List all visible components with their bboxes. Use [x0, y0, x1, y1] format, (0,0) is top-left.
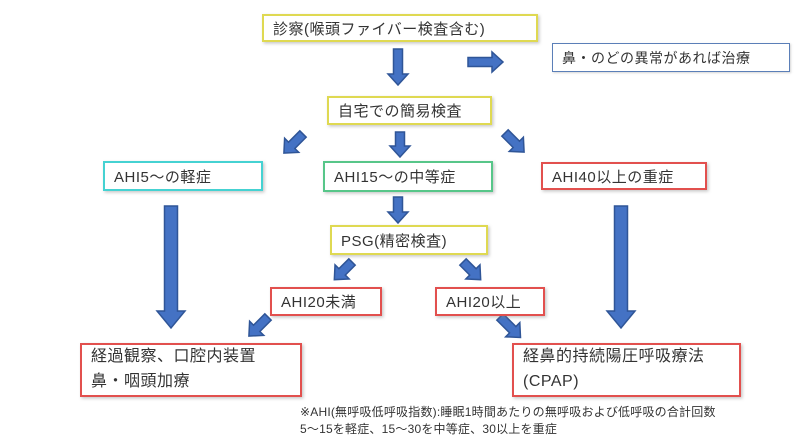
- node-observation: 経過観察、口腔内装置 鼻・咽頭加療: [80, 343, 302, 397]
- arrow-long-down-icon: [605, 205, 637, 330]
- arrow-down-left-icon: [248, 312, 273, 337]
- node-ahi20-over: AHI20以上: [435, 287, 545, 316]
- node-mild: AHI5〜の軽症: [103, 161, 263, 191]
- node-observation-label-line1: 経過観察、口腔内装置: [91, 348, 257, 366]
- node-consultation: 診察(喉頭ファイバー検査含む): [262, 14, 538, 42]
- node-mild-label: AHI5〜の軽症: [114, 168, 212, 186]
- arrow-down-right-icon: [500, 128, 525, 153]
- node-observation-label-line2: 鼻・咽頭加療: [91, 373, 191, 390]
- arrow-down-icon: [388, 131, 412, 159]
- arrow-down-icon: [386, 196, 410, 225]
- node-home-test: 自宅での簡易検査: [327, 96, 492, 125]
- arrow-long-down-icon: [155, 205, 187, 330]
- footnote-line1: ※AHI(無呼吸低呼吸指数):睡眠1時間あたりの無呼吸および低呼吸の合計回数: [300, 405, 716, 419]
- footnote: ※AHI(無呼吸低呼吸指数):睡眠1時間あたりの無呼吸および低呼吸の合計回数 5…: [300, 404, 795, 439]
- node-cpap: 経鼻的持続陽圧呼吸療法 (CPAP): [512, 343, 741, 397]
- node-ahi20-over-label: AHI20以上: [446, 294, 522, 311]
- node-ahi20-under: AHI20未満: [270, 287, 382, 316]
- arrow-down-left-icon: [333, 257, 357, 281]
- node-severe-label: AHI40以上の重症: [552, 168, 674, 186]
- node-ahi20-under-label: AHI20未満: [281, 294, 357, 311]
- arrow-right-icon: [467, 50, 505, 74]
- node-cpap-label-line1: 経鼻的持続陽圧呼吸療法: [523, 348, 705, 366]
- node-consultation-label: 診察(喉頭ファイバー検査含む): [273, 20, 486, 38]
- node-cpap-label-line2: (CPAP): [523, 373, 580, 390]
- arrow-down-right-icon: [458, 257, 482, 281]
- node-nose-throat-treatment: 鼻・のどの異常があれば治療: [552, 43, 790, 72]
- node-psg: PSG(精密検査): [330, 225, 488, 255]
- node-severe: AHI40以上の重症: [541, 162, 707, 190]
- footnote-line2: 5〜15を軽症、15〜30を中等症、30以上を重症: [300, 422, 558, 437]
- node-nose-throat-treatment-label: 鼻・のどの異常があれば治療: [562, 49, 751, 66]
- arrow-down-icon: [386, 48, 410, 87]
- node-home-test-label: 自宅での簡易検査: [338, 103, 463, 120]
- arrow-down-left-icon: [283, 129, 308, 154]
- node-psg-label: PSG(精密検査): [341, 232, 448, 250]
- node-moderate: AHI15〜の中等症: [323, 161, 493, 192]
- node-moderate-label: AHI15〜の中等症: [334, 169, 456, 186]
